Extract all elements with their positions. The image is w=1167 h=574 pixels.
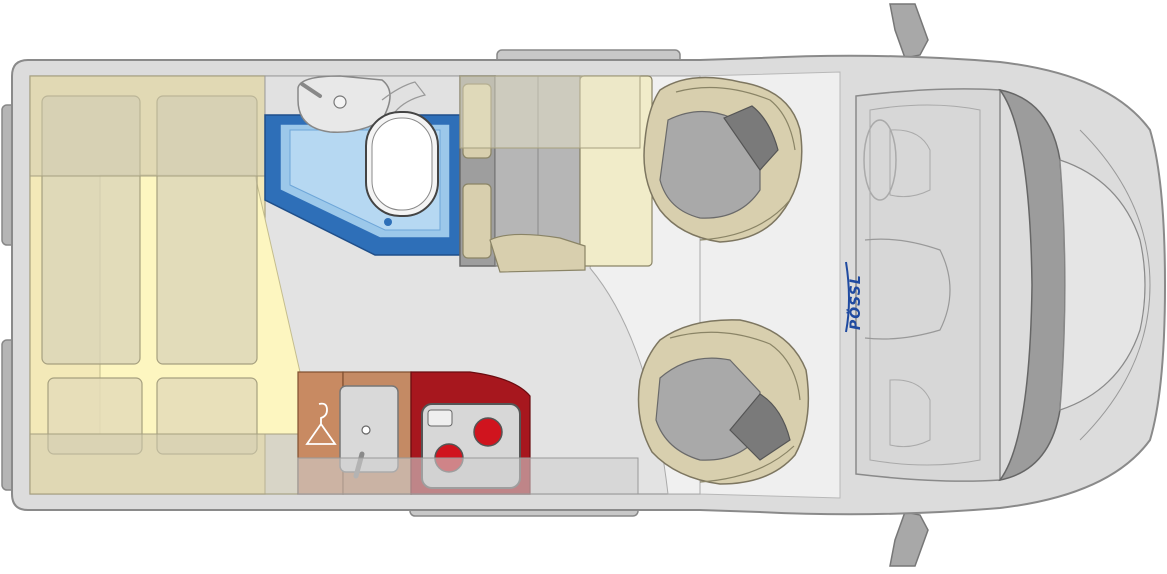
overhead-cabinet-top	[459, 75, 641, 149]
front-seat-top	[643, 76, 803, 243]
kitchen-overhead	[297, 457, 639, 495]
bench-armrest-1	[462, 83, 492, 159]
bed-overhead-bottom	[29, 433, 299, 495]
bench-armrest-2	[462, 183, 492, 259]
hood-line	[1079, 129, 1151, 441]
hanger-icon	[305, 402, 337, 445]
drain-icon	[384, 218, 392, 226]
hood	[1059, 159, 1146, 411]
brand-logo: PÖSSL	[846, 274, 864, 330]
mirror-bottom	[889, 511, 929, 567]
toilet-icon	[365, 111, 439, 217]
bench-cushion-front	[489, 233, 586, 273]
mirror-top	[889, 3, 929, 59]
steering-wheel-icon	[863, 119, 897, 201]
front-seat-bottom	[637, 319, 810, 485]
bed-overhead-top	[29, 75, 266, 177]
logo-swoosh	[845, 261, 850, 333]
dashboard	[855, 88, 1001, 482]
